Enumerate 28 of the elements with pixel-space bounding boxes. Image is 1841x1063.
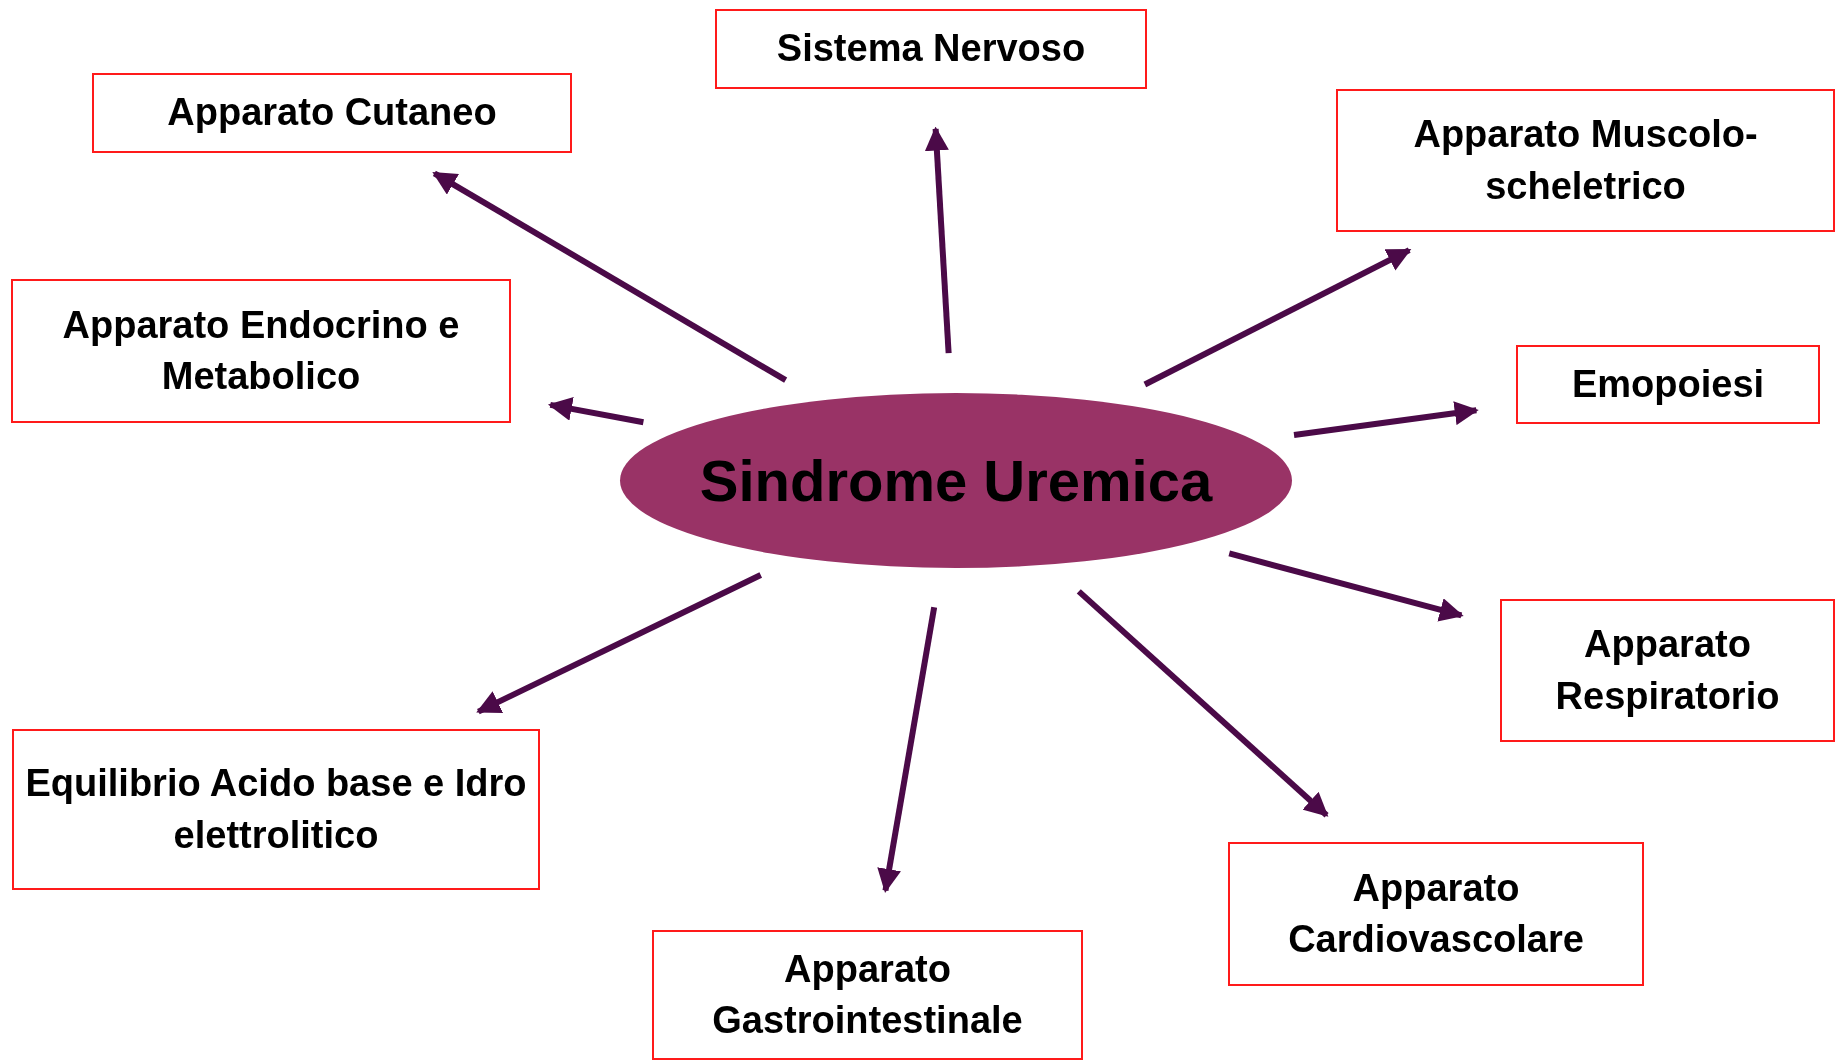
category-box bbox=[11, 279, 511, 423]
box-label: Apparato Cutaneo bbox=[167, 90, 497, 136]
box-label: Apparato Cardiovascolare bbox=[1287, 865, 1585, 962]
arrow bbox=[877, 606, 938, 893]
arrow bbox=[1076, 589, 1329, 818]
box-label: Apparato Gastrointestinale bbox=[711, 946, 1024, 1043]
category-box bbox=[1336, 89, 1835, 232]
node-title: Sindrome Uremica bbox=[699, 447, 1213, 514]
category-box bbox=[652, 930, 1083, 1060]
box-label: Apparato Respiratorio bbox=[1554, 622, 1781, 719]
category-box bbox=[1516, 345, 1820, 424]
category-box bbox=[12, 729, 540, 890]
arrow bbox=[476, 572, 763, 715]
arrow bbox=[547, 397, 644, 426]
category-box bbox=[92, 73, 572, 153]
arrow bbox=[1228, 550, 1464, 622]
arrow bbox=[924, 126, 952, 354]
category-box bbox=[1228, 842, 1644, 986]
box-label: Apparato Muscolo-scheletrico bbox=[1412, 112, 1759, 209]
arrow bbox=[432, 170, 788, 383]
box-label: Apparato Endocrino e Metabolico bbox=[61, 302, 461, 399]
arrow bbox=[1143, 247, 1412, 388]
box-label: Sistema Nervoso bbox=[776, 26, 1086, 72]
box-label: Emopoiesi bbox=[1571, 361, 1765, 407]
category-box bbox=[715, 9, 1147, 89]
category-box bbox=[1500, 599, 1835, 742]
box-label: Equilibrio Acido base e Idro elettrolitico bbox=[24, 761, 528, 858]
arrow bbox=[1293, 401, 1479, 438]
